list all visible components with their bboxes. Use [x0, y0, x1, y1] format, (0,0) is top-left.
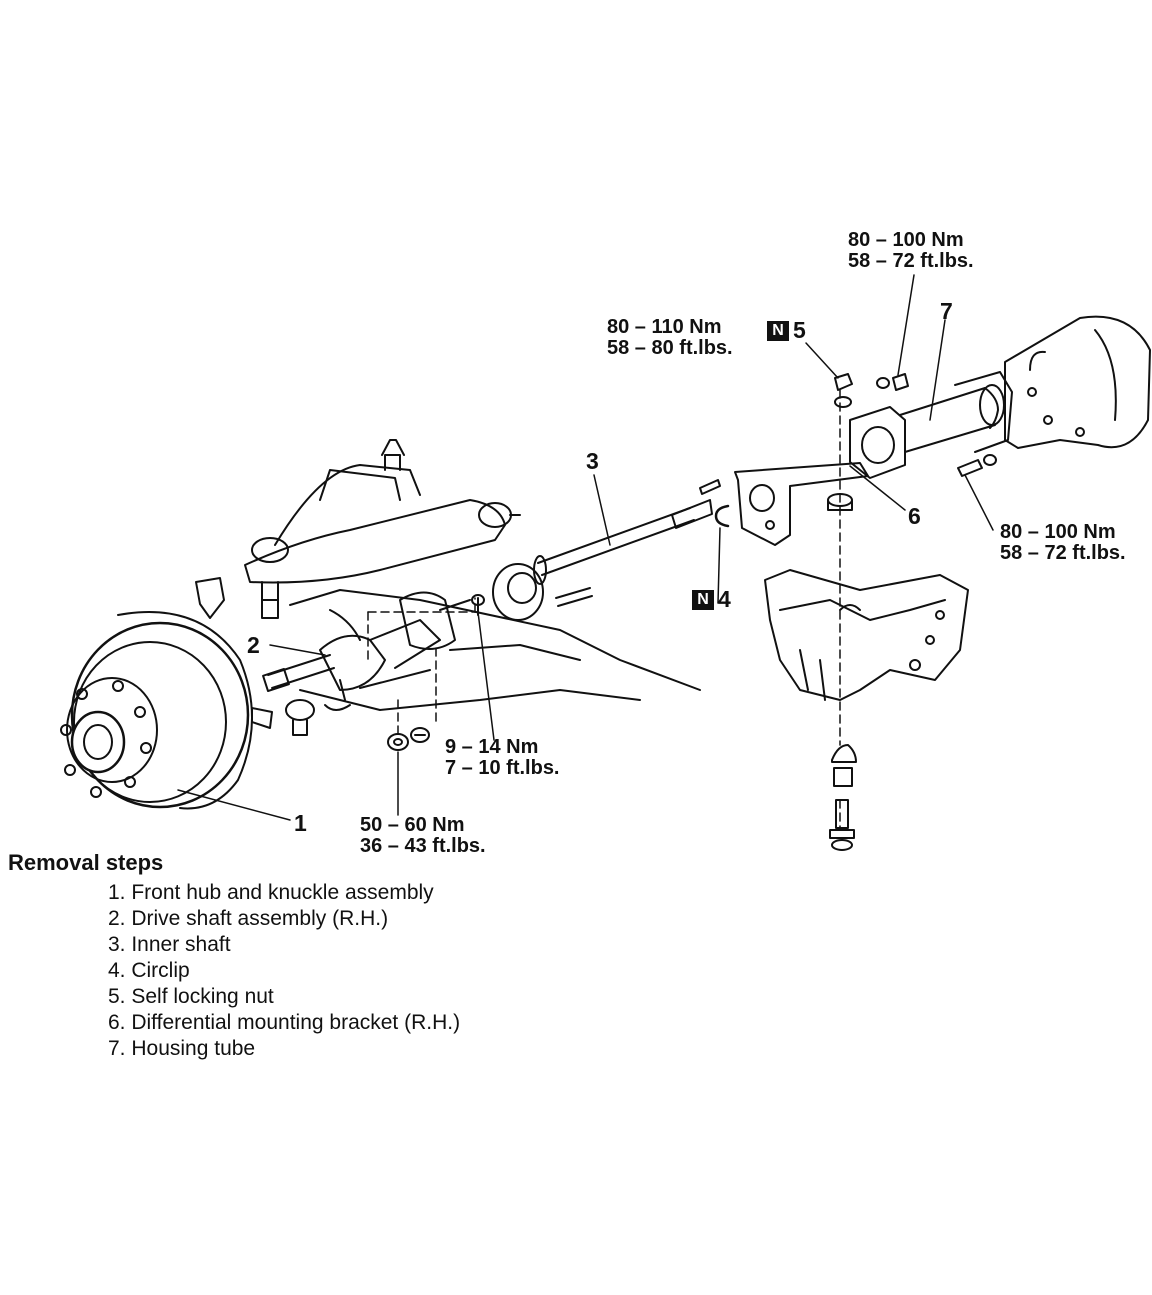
lower-mount-bolt	[829, 744, 857, 851]
torque-label-nut-lower: 50 – 60 Nm 36 – 43 ft.lbs.	[360, 815, 486, 857]
housing-tube	[849, 371, 1013, 479]
torque-nm: 50 – 60 Nm	[360, 814, 465, 836]
lower-arm-frame	[289, 589, 701, 711]
leader-lines	[177, 274, 994, 821]
upper-control-arm	[244, 439, 521, 619]
torque-nm: 80 – 100 Nm	[848, 229, 964, 251]
circlip	[714, 504, 730, 528]
torque-ft: 58 – 72 ft.lbs.	[848, 250, 974, 272]
list-item: 6. Differential mounting bracket (R.H.)	[108, 1011, 461, 1034]
fastener-nuts	[387, 727, 430, 751]
list-item: 7. Housing tube	[108, 1037, 256, 1060]
n-mark-badge: N	[692, 589, 714, 610]
differential-mounting-bracket	[734, 462, 869, 546]
torque-label-small-bolt: 9 – 14 Nm 7 – 10 ft.lbs.	[445, 737, 560, 779]
torque-ft: 7 – 10 ft.lbs.	[445, 757, 560, 779]
removal-steps-title: Removal steps	[8, 850, 164, 875]
self-locking-nut	[834, 373, 909, 408]
callout-4: N 4	[692, 586, 731, 613]
list-item: 4. Circlip	[108, 959, 190, 982]
crossmember	[764, 569, 969, 701]
front-hub-knuckle-assembly	[60, 577, 273, 810]
alignment-lines	[367, 389, 841, 831]
torque-ft: 58 – 72 ft.lbs.	[1000, 542, 1126, 564]
housing-bolt	[957, 454, 997, 477]
callout-7: 7	[940, 298, 953, 324]
differential-case	[1004, 315, 1151, 449]
list-item: 3. Inner shaft	[108, 933, 231, 956]
callout-number: 5	[793, 317, 806, 343]
torque-ft: 58 – 80 ft.lbs.	[607, 337, 733, 359]
torque-nm: 80 – 100 Nm	[1000, 521, 1116, 543]
torque-ft: 36 – 43 ft.lbs.	[360, 835, 486, 857]
n-mark-badge: N	[767, 320, 789, 341]
torque-nm: 80 – 110 Nm	[607, 316, 722, 338]
callout-2: 2	[247, 632, 260, 658]
bolt	[699, 479, 721, 495]
callout-6: 6	[908, 503, 921, 529]
torque-label-top: 80 – 100 Nm 58 – 72 ft.lbs.	[848, 230, 974, 272]
list-item: 1. Front hub and knuckle assembly	[108, 881, 434, 904]
list-item: 2. Drive shaft assembly (R.H.)	[108, 907, 389, 930]
torque-nm: 9 – 14 Nm	[445, 736, 539, 758]
callout-5: N 5	[767, 317, 806, 344]
torque-label-bolt: 80 – 100 Nm 58 – 72 ft.lbs.	[1000, 522, 1126, 564]
callout-3: 3	[586, 448, 599, 474]
callout-number: 4	[718, 586, 731, 612]
removal-steps-list: 1. Front hub and knuckle assembly 2. Dri…	[108, 880, 460, 1062]
torque-label-nut: 80 – 110 Nm 58 – 80 ft.lbs.	[607, 317, 733, 359]
callout-1: 1	[294, 810, 307, 836]
inner-shaft	[492, 499, 713, 621]
drive-shaft-assembly	[262, 591, 485, 736]
list-item: 5. Self locking nut	[108, 985, 274, 1008]
